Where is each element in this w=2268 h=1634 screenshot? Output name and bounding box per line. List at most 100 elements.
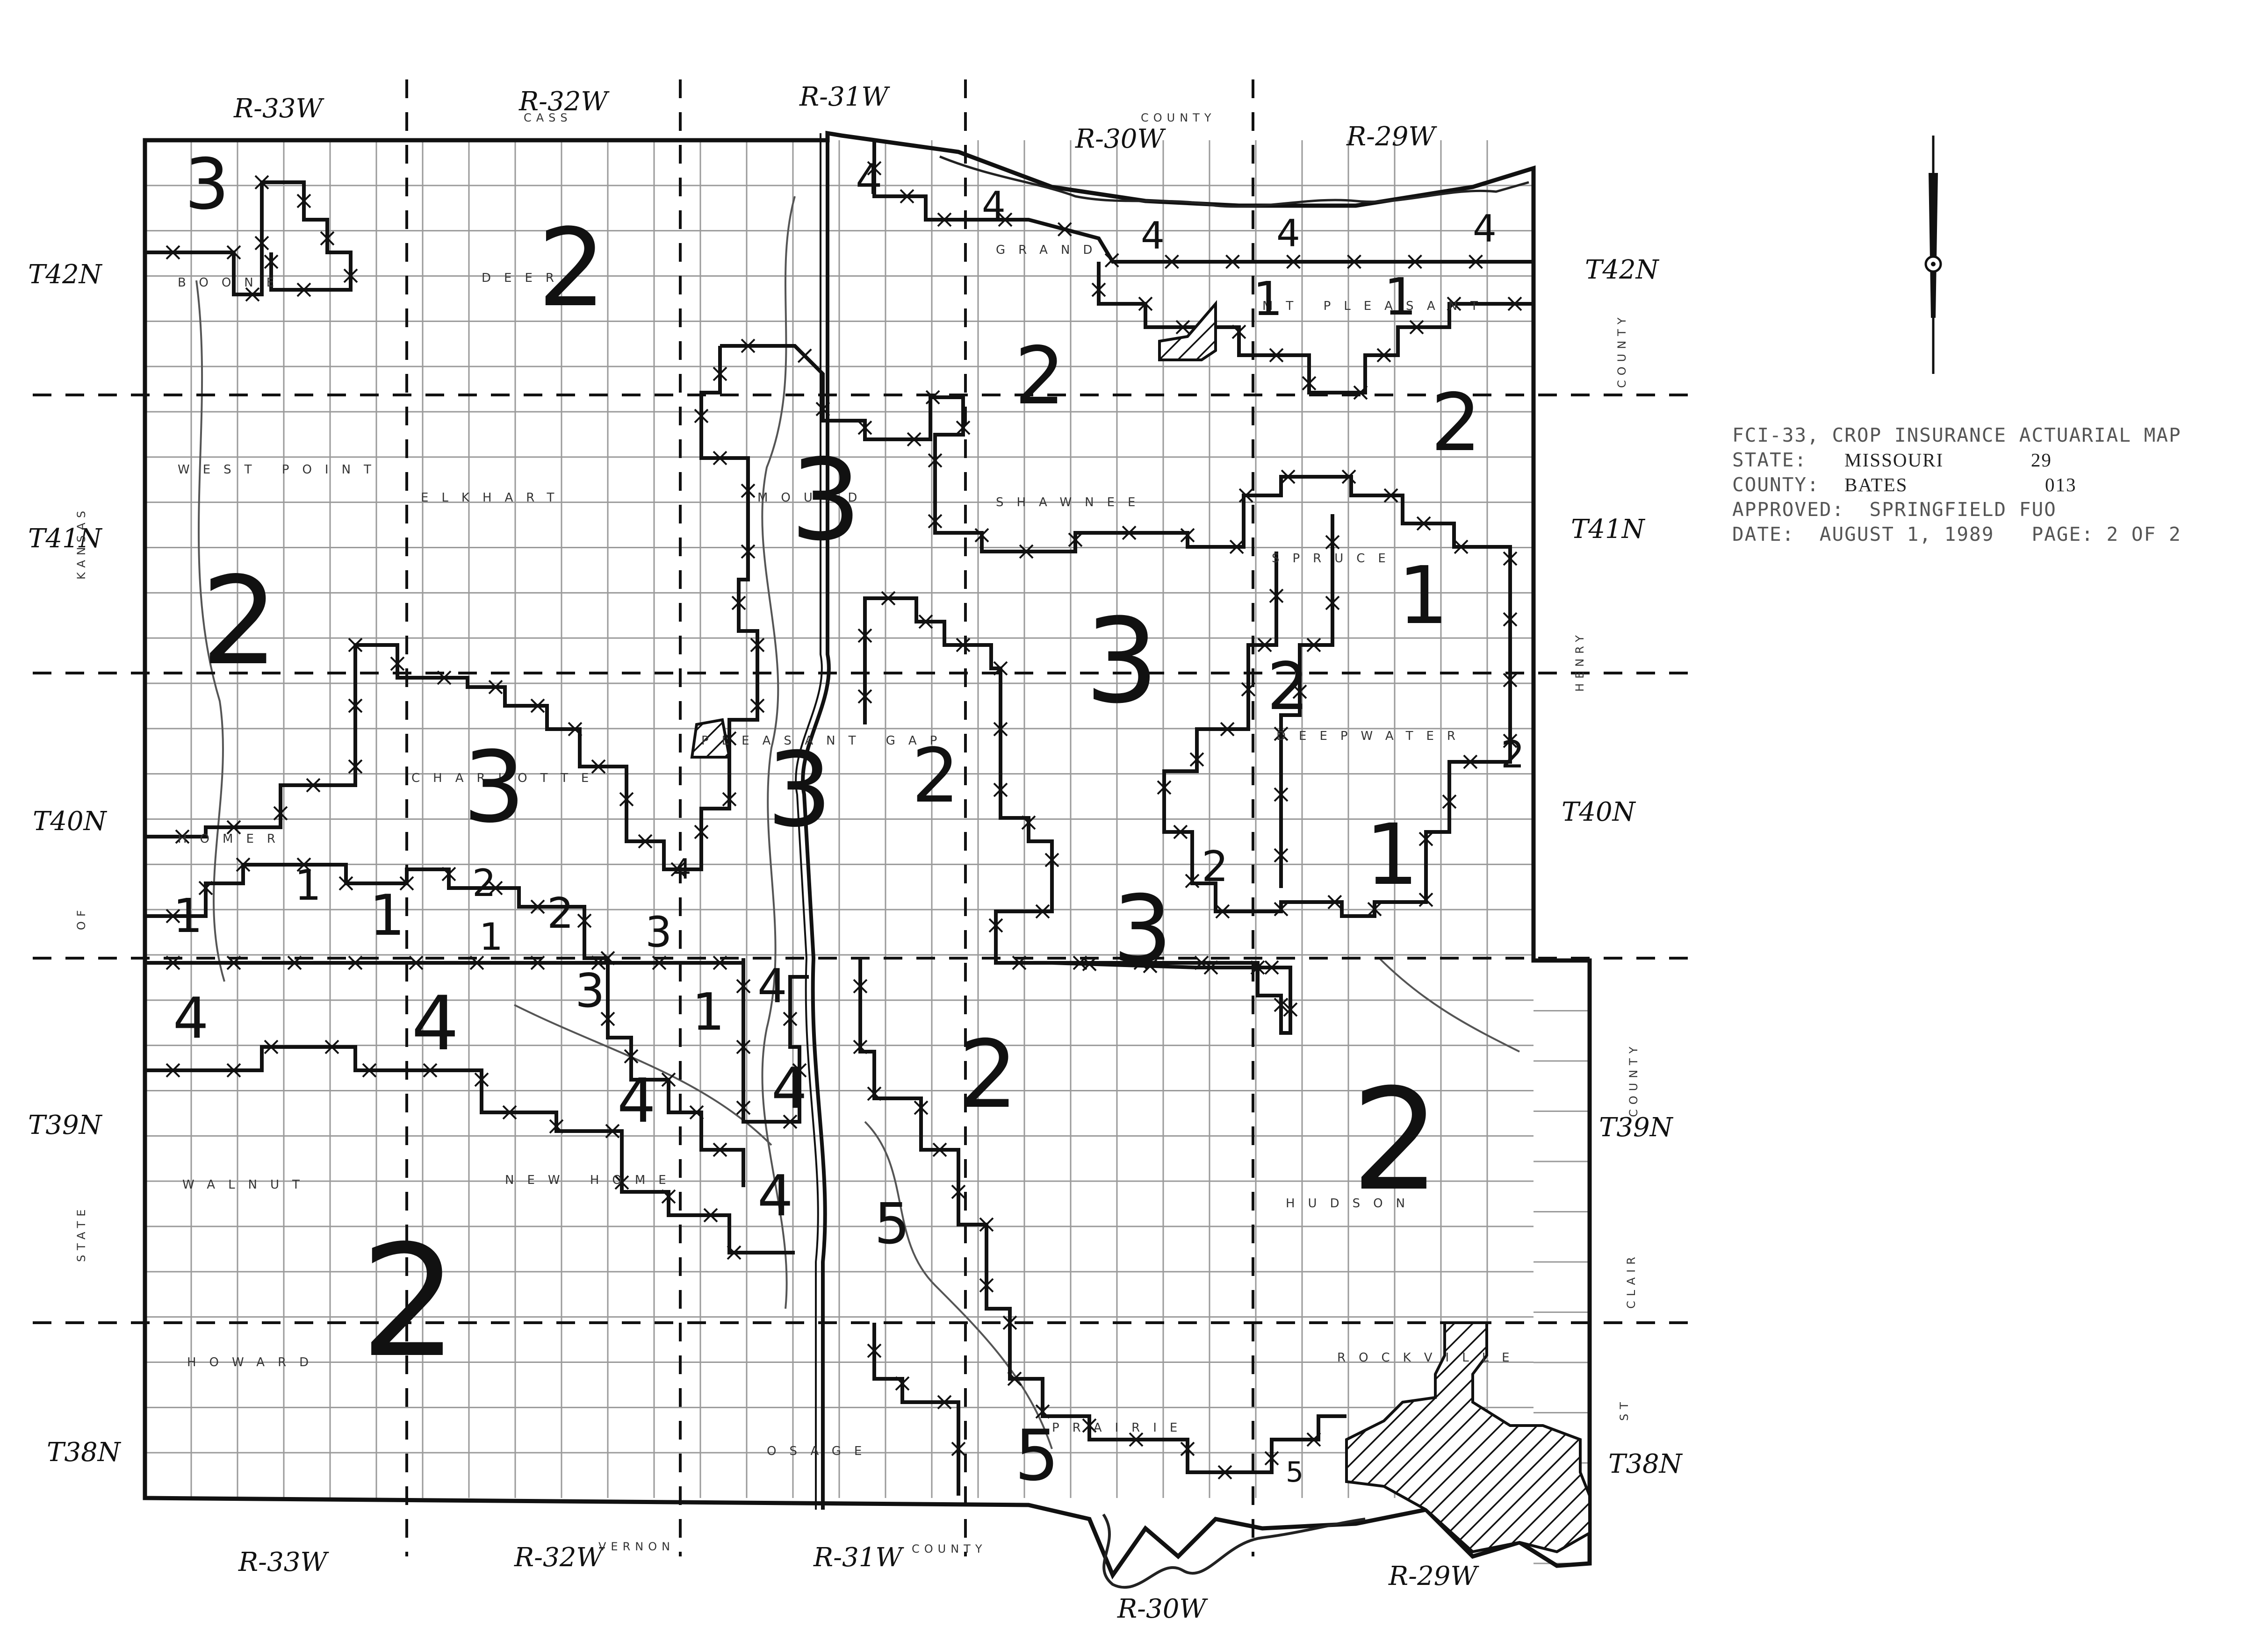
boundary-tick: [488, 881, 503, 896]
township-name: NEW HOME: [505, 1173, 679, 1187]
range-label-top: R-33W: [234, 93, 323, 124]
boundary-tick: [713, 366, 727, 381]
boundary-tick: [1264, 960, 1279, 975]
rating-area-number: 1: [369, 883, 405, 948]
boundary-tick: [937, 1395, 952, 1410]
boundary-tick: [273, 806, 288, 821]
boundary-tick: [783, 1114, 798, 1129]
boundary-tick: [1231, 324, 1246, 339]
boundary-tick: [226, 820, 241, 835]
north-arrow-icon: [1924, 136, 1942, 374]
range-label-bottom: R-33W: [238, 1547, 327, 1577]
county-label: COUNTY:: [1732, 473, 1820, 496]
boundary-tick: [736, 979, 751, 994]
range-label-top: R-30W: [1075, 124, 1164, 154]
boundary-tick: [1292, 684, 1307, 699]
rating-area-number: 4: [757, 1164, 793, 1229]
township-name: ROCKVILLE: [1337, 1351, 1523, 1365]
boundary-tick: [1220, 722, 1235, 737]
boundary-tick: [1157, 780, 1172, 795]
range-label-top: R-29W: [1346, 122, 1435, 152]
rating-area-number: 2: [1501, 733, 1525, 776]
adjacent-county-east-word: COUNTY: [1627, 1042, 1640, 1118]
section-grid: [145, 140, 1590, 1564]
boundary-tick: [998, 212, 1013, 227]
boundary-tick: [264, 1039, 279, 1054]
adjacent-county-south-word: COUNTY: [912, 1542, 987, 1555]
boundary-tick: [1082, 1418, 1097, 1433]
rating-area-number: 3: [463, 730, 526, 845]
boundary-tick: [638, 834, 653, 849]
boundary-tick: [661, 1189, 676, 1204]
boundary-tick: [1347, 254, 1361, 269]
boundary-tick: [857, 689, 872, 704]
boundary-tick: [853, 1039, 868, 1054]
boundary-tick: [1122, 525, 1137, 540]
title-block: FCI-33, CROP INSURANCE ACTUARIAL MAP STA…: [1732, 423, 2256, 547]
creek: [1378, 957, 1520, 1053]
rating-area-number: 4: [673, 853, 691, 886]
boundary-tick: [530, 899, 545, 914]
boundary-tick: [1138, 296, 1153, 311]
rating-area-number: 4: [1141, 214, 1165, 258]
rating-area-number: 4: [757, 959, 787, 1013]
rating-area-number: 2: [1202, 842, 1229, 891]
state-code: 29: [2030, 449, 2052, 471]
boundary-tick: [731, 595, 746, 610]
boundary-tick: [1463, 754, 1478, 769]
boundary-tick: [600, 951, 615, 966]
boundary-tick: [245, 287, 260, 302]
boundary-tick: [474, 1072, 489, 1087]
state-label: STATE:: [1732, 449, 1807, 471]
boundary-tick: [399, 876, 414, 891]
rating-area-number: 2: [1267, 649, 1309, 725]
adjacent-county-east-word: COUNTY: [1615, 313, 1628, 388]
boundary-tick: [741, 338, 756, 353]
rating-area-number: 3: [767, 730, 832, 850]
township-range-lines: [33, 79, 1692, 1556]
boundary-tick: [166, 909, 180, 924]
adjacent-county-north-word: COUNTY: [1141, 111, 1216, 124]
boundary-tick: [792, 1063, 807, 1078]
highway: [795, 133, 823, 1510]
rating-area-number: 4: [771, 1056, 807, 1121]
township-name: WALNUT: [182, 1178, 313, 1192]
rating-area-number: 4: [1473, 207, 1497, 251]
boundary-tick: [1274, 997, 1289, 1012]
boundary-tick: [1133, 955, 1148, 970]
boundary-tick: [722, 792, 737, 807]
boundary-tick: [1503, 551, 1518, 566]
boundary-tick: [1238, 488, 1253, 503]
approved-by: SPRINGFIELD FUO: [1869, 498, 2057, 521]
boundary-tick: [1447, 296, 1462, 311]
boundary-tick: [1225, 254, 1240, 269]
boundary-tick: [226, 955, 241, 970]
boundary-tick: [591, 955, 606, 970]
township-name: ELKHART: [421, 491, 568, 505]
boundary-tick: [549, 1119, 564, 1134]
rating-area-number: 4: [982, 184, 1006, 227]
boundary-tick: [713, 1142, 727, 1157]
rating-area-number: 1: [1253, 272, 1283, 326]
rating-area-number: 3: [575, 963, 605, 1018]
boundary-tick: [993, 661, 1008, 676]
boundary-tick: [713, 451, 727, 466]
boundary-tick: [797, 348, 812, 363]
adjacent-state-west: STATE: [75, 1204, 88, 1262]
range-label-top: R-31W: [799, 82, 888, 112]
boundary-tick: [928, 514, 943, 529]
boundary-tick: [1507, 296, 1522, 311]
boundary-tick: [951, 1184, 966, 1199]
boundary-tick: [1007, 1371, 1022, 1386]
state-name: MISSOURI: [1844, 449, 1944, 471]
rating-area-number: 2: [1015, 330, 1066, 423]
boundary-tick: [441, 867, 456, 882]
township-label-right: T41N: [1571, 514, 1645, 545]
boundary-tick: [343, 268, 358, 283]
boundary-tick: [1082, 957, 1097, 971]
boundary-tick: [907, 432, 922, 447]
boundary-tick: [591, 759, 606, 774]
boundary-tick: [502, 1105, 517, 1120]
adjacent-county-southeast: CLAIR: [1625, 1252, 1638, 1309]
boundary-tick: [900, 189, 914, 204]
